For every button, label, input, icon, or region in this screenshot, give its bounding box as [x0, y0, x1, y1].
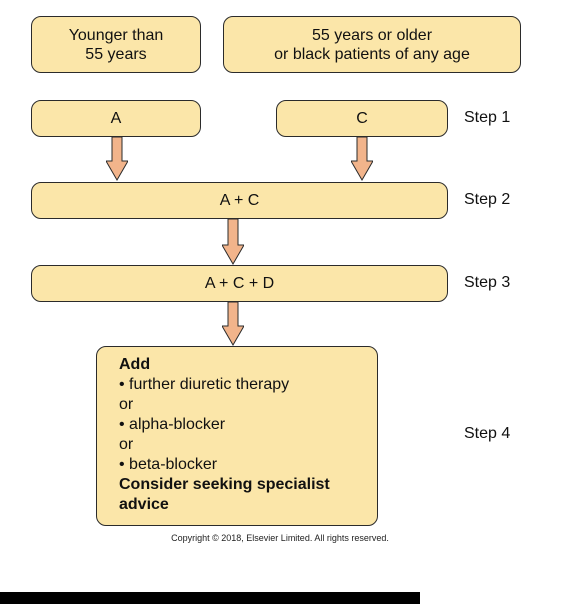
step4-or-2: or [119, 436, 134, 453]
step4-option-diuretic: • further diuretic therapy [119, 376, 290, 393]
arrow-step3-to-step4 [222, 302, 244, 346]
younger-group-box: Younger than 55 years [31, 16, 201, 73]
arrow-c-to-step2 [351, 137, 373, 181]
step2-label: Step 2 [464, 191, 511, 208]
arrow-a-to-step2 [106, 137, 128, 181]
step1-c-box: C [276, 100, 448, 137]
step4-option-alpha-blocker: • alpha-blocker [119, 416, 226, 433]
younger-group-line1: Younger than [68, 26, 164, 44]
step1-c-label: C [356, 110, 368, 127]
black-bar [0, 592, 420, 604]
step4-advice-line1: Consider seeking specialist [119, 476, 330, 493]
step4-box: Add • further diuretic therapy or • alph… [96, 346, 378, 526]
step4-title: Add [119, 356, 151, 373]
step4-advice-line2: advice [119, 496, 169, 513]
step1-label: Step 1 [464, 109, 511, 126]
step3-label: Step 3 [464, 274, 511, 291]
step4-option-beta-blocker: • beta-blocker [119, 456, 218, 473]
step1-a-box: A [31, 100, 201, 137]
step3-box: A + C + D [31, 265, 448, 302]
arrow-step2-to-step3 [222, 219, 244, 265]
step2-box-label: A + C [219, 192, 260, 209]
younger-group-line2: 55 years [85, 45, 147, 63]
older-group-box: 55 years or older or black patients of a… [223, 16, 521, 73]
older-group-line1: 55 years or older [311, 26, 433, 44]
step3-box-label: A + C + D [204, 275, 275, 292]
copyright-notice: Copyright © 2018, Elsevier Limited. All … [171, 533, 389, 543]
older-group-line2: or black patients of any age [274, 45, 470, 63]
step2-box: A + C [31, 182, 448, 219]
step4-or-1: or [119, 396, 134, 413]
step4-label: Step 4 [464, 425, 511, 442]
step1-a-label: A [110, 110, 122, 127]
